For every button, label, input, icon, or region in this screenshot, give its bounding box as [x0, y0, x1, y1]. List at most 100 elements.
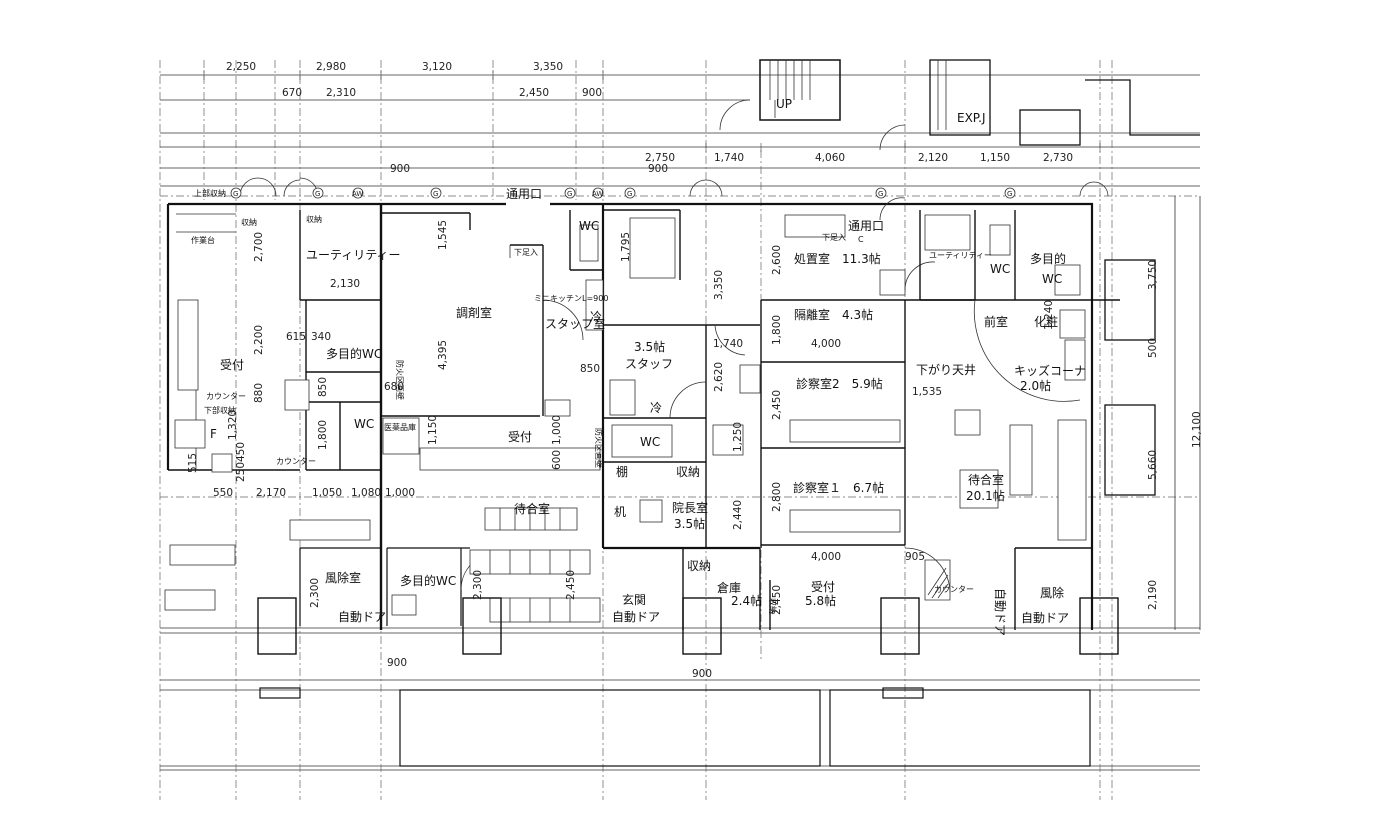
room-label: 2.0帖 — [1020, 378, 1051, 393]
room-label: 下足入 — [514, 248, 538, 257]
room-label: 受付 — [811, 580, 835, 594]
room-label: 通用口 — [848, 219, 884, 233]
dim-text: 450 — [235, 442, 247, 462]
room-label: 待合室 — [968, 472, 1004, 487]
dim-text: 2,250 — [226, 61, 256, 73]
grid-mark: G — [567, 190, 572, 198]
room-label: 机 — [614, 505, 626, 519]
grid-mark: AW — [352, 190, 363, 198]
grid-markers: G G AW G G AW G G G — [230, 187, 1016, 199]
middle-block-walls — [299, 210, 604, 626]
grid-mark: G — [315, 190, 320, 198]
dim-text: 2,310 — [326, 87, 356, 99]
room-label: 収納 — [768, 598, 778, 614]
room-label: 5.8帖 — [805, 593, 836, 608]
dim-text: 3,350 — [713, 270, 725, 300]
dim-text: 2,190 — [1147, 580, 1159, 610]
dim-text: 1,150 — [980, 152, 1010, 164]
left-block-walls — [174, 210, 381, 473]
waiting-benches — [164, 447, 601, 623]
room-label: 自動ドア — [338, 610, 386, 624]
dim-text: 1,250 — [732, 422, 744, 452]
room-label: WC — [640, 435, 660, 449]
dim-text: 4,395 — [437, 340, 449, 370]
room-label: 待合室 — [514, 501, 550, 516]
room-label: 通用口 — [506, 187, 542, 201]
room-label: 防火区画壁 — [395, 360, 405, 400]
room-label: 受付 — [220, 358, 244, 372]
room-label: 隔離室 4.3帖 — [794, 307, 873, 322]
dim-text: 3,350 — [533, 61, 563, 73]
dim-text: 2,130 — [330, 278, 360, 290]
dim-text: 680 — [384, 381, 404, 393]
pillars — [257, 597, 1119, 767]
dim-text: 1,800 — [317, 420, 329, 450]
dim-text: 1,150 — [427, 415, 439, 445]
room-label: 上部収納 — [194, 188, 226, 198]
dim-text: 4,000 — [811, 338, 841, 350]
room-label: カウンター — [206, 392, 246, 401]
top-doors — [239, 177, 1109, 197]
room-label: キッズコーナ — [1014, 363, 1086, 378]
dim-text: 1,050 — [312, 487, 342, 499]
dim-text: 2,450 — [565, 570, 577, 600]
room-label: 風除室 — [325, 570, 361, 585]
dim-text: 1,240 — [1043, 300, 1055, 330]
room-label: 医薬品庫 — [384, 422, 416, 432]
right-exterior — [1104, 196, 1201, 630]
room-label: 院長室 — [672, 500, 708, 515]
room-label: 診察室１ 6.7帖 — [793, 480, 884, 495]
room-label: 多目的 — [1030, 251, 1066, 266]
dim-text: 1,795 — [620, 232, 632, 262]
dim-text: 600 — [551, 450, 563, 470]
dim-text: 1,740 — [713, 338, 743, 350]
room-label: 風除 — [1040, 585, 1064, 600]
grid-mark: G — [878, 190, 883, 198]
room-label: 棚 — [616, 464, 628, 479]
room-label: 下がり天井 — [916, 362, 976, 377]
room-label: WC — [1042, 272, 1062, 286]
dim-text: 1,000 — [385, 487, 415, 499]
room-labels: 作業台 収納 上部収納 収納 ユーティリティー 受付 多目的WC WC カウンタ… — [191, 187, 1086, 636]
room-label: 収納 — [687, 559, 711, 573]
room-label: 多目的WC — [400, 573, 456, 588]
dim-text: 2,120 — [918, 152, 948, 164]
dim-text: 905 — [905, 551, 925, 563]
dim-text: 4,060 — [815, 152, 845, 164]
dim-text: 2,450 — [771, 390, 783, 420]
dim-text: 2,980 — [316, 61, 346, 73]
dim-text: 515 — [187, 453, 199, 473]
room-label: 防火区画壁 — [594, 428, 604, 468]
expj-label: EXP.J — [957, 111, 986, 125]
dim-text: 900 — [692, 668, 712, 680]
dim-text: 3,750 — [1147, 260, 1159, 290]
grid-mark: G — [627, 190, 632, 198]
dim-text: 900 — [387, 657, 407, 669]
dim-text: 1,320 — [227, 410, 239, 440]
grid-mark: G — [433, 190, 438, 198]
dim-text: 615 — [286, 331, 306, 343]
dim-text: 2,450 — [771, 585, 783, 615]
room-label: ユーティリティー — [929, 251, 992, 260]
dim-text: 2,440 — [732, 500, 744, 530]
stairwell — [719, 59, 1200, 151]
dim-text: 2,800 — [771, 482, 783, 512]
room-label: 処置室 11.3帖 — [794, 251, 881, 266]
room-label: 収納 — [306, 214, 322, 224]
dim-text: 2,170 — [256, 487, 286, 499]
room-label: 調剤室 — [456, 305, 492, 320]
dimension-texts: 2,250 2,980 3,120 3,350 670 2,310 2,450 … — [187, 61, 1203, 680]
dim-text: 340 — [311, 331, 331, 343]
dim-text: 1,545 — [437, 220, 449, 250]
room-label: WC — [990, 262, 1010, 276]
dim-text: 1,535 — [912, 386, 942, 398]
room-label: C — [858, 235, 864, 244]
room-label: 収納 — [241, 217, 257, 227]
grid-mark: G — [1007, 190, 1012, 198]
dim-text: 1,740 — [714, 152, 744, 164]
dim-text: 2,600 — [771, 245, 783, 275]
room-label: 冷 — [590, 310, 602, 324]
top-dimension-ticks — [203, 70, 1101, 152]
dim-text: 2,750 — [645, 152, 675, 164]
dim-text: 4,000 — [811, 551, 841, 563]
